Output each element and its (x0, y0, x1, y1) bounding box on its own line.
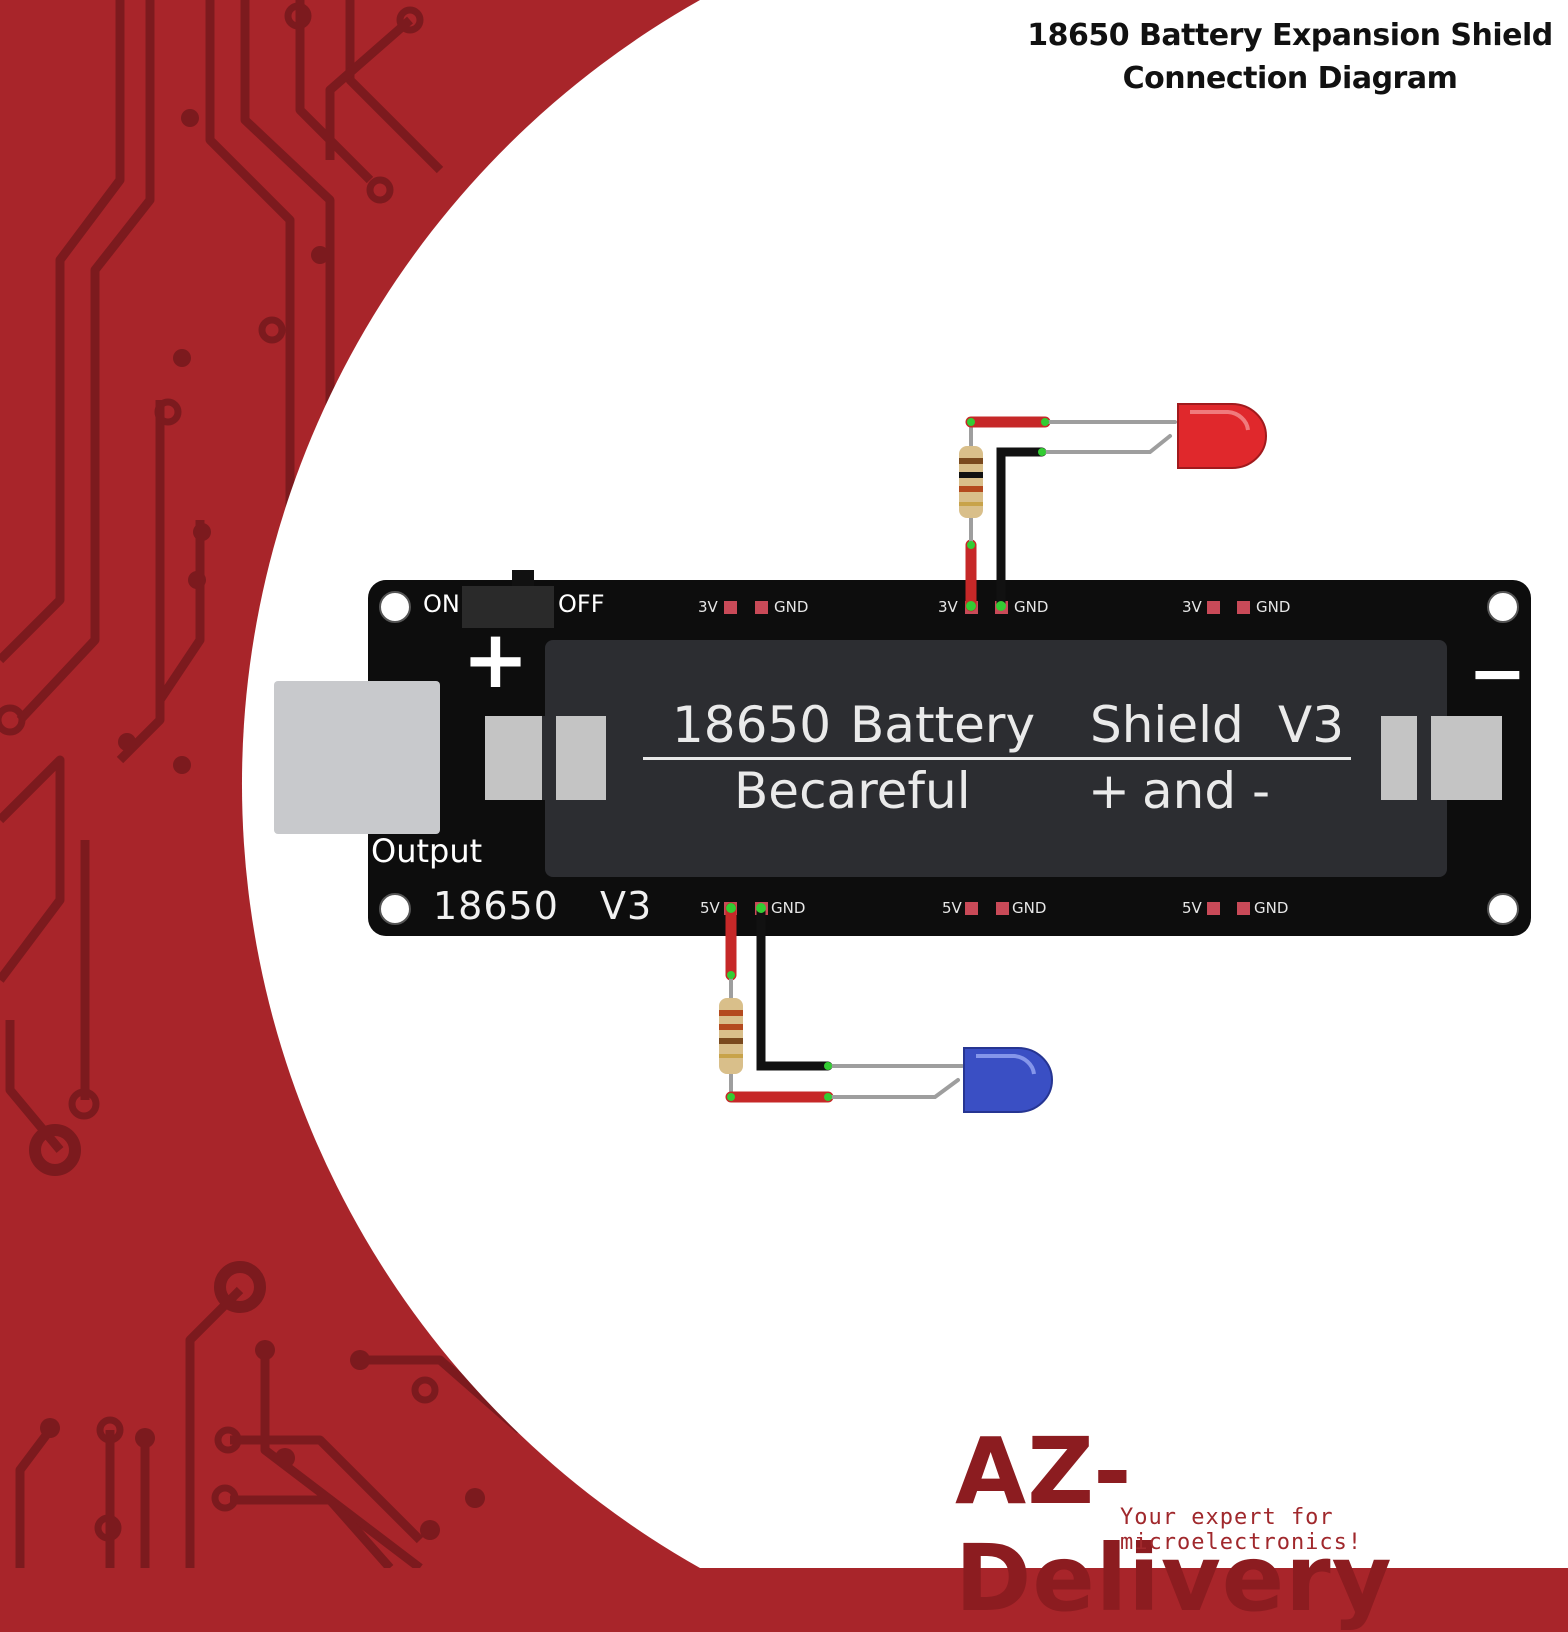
circuit-dots-decoration (40, 109, 485, 1540)
battery-clip-negative-notch (1417, 716, 1431, 746)
switch-knob[interactable] (512, 570, 534, 586)
top-pin-3-v: 3V (1182, 598, 1202, 616)
wire-bottom-gnd-black (756, 903, 833, 1071)
mount-hole-bottom-left (379, 893, 411, 925)
top-pin-2-gnd: GND (1014, 598, 1049, 616)
bottom-led-circuit (725, 902, 964, 1103)
usb-output-port (274, 681, 440, 834)
title-line-1: 18650 Battery Expansion Shield (1027, 18, 1553, 53)
battery-clip-positive-notch (542, 716, 556, 746)
circuit-traces-decoration (0, 0, 523, 1568)
diagram-title: 18650 Battery Expansion Shield Connectio… (1020, 14, 1560, 100)
bottom-pin-2-gnd: GND (1012, 899, 1047, 917)
panel-divider (643, 757, 1351, 760)
battery-clip-negative (1381, 716, 1502, 800)
power-switch[interactable] (462, 586, 554, 628)
battery-clip-positive-slot (542, 745, 556, 767)
top-led-red-highlight (1190, 410, 1250, 431)
switch-off-label: OFF (558, 590, 605, 618)
panel-text-and: and (1142, 762, 1237, 820)
bottom-pin-3-v: 5V (1182, 899, 1202, 917)
top-connection-dots (966, 418, 1049, 611)
bottom-pin-1-v: 5V (700, 899, 720, 917)
top-pin-3-gnd: GND (1256, 598, 1291, 616)
wire-top-led-cathode (1040, 434, 1172, 454)
board-model-label: 18650 (433, 884, 559, 928)
battery-clip-positive-notch-bottom (542, 766, 556, 800)
panel-text-v3: V3 (1278, 696, 1345, 754)
circuit-pads-decoration (0, 2, 439, 1542)
minus-terminal-sign: − (1468, 632, 1527, 714)
panel-text-battery: Battery (850, 696, 1036, 754)
panel-text-shield: Shield (1090, 696, 1244, 754)
top-resistor (959, 446, 983, 518)
title-line-2: Connection Diagram (1122, 61, 1458, 96)
battery-clip-negative-slot (1417, 745, 1431, 767)
mount-hole-top-right (1487, 591, 1519, 623)
bottom-pin-2-v: 5V (942, 899, 962, 917)
wire-bottom-led-anode (826, 1078, 960, 1099)
bottom-resistor (719, 998, 743, 1074)
plus-terminal-sign: + (462, 613, 530, 706)
bottom-pin-1-gnd: GND (771, 899, 806, 917)
diagram-canvas (0, 0, 1568, 1568)
top-led-circuit (965, 416, 1177, 612)
mount-hole-bottom-right (1487, 893, 1519, 925)
board-version-label: V3 (600, 884, 653, 928)
top-pin-2-v: 3V (938, 598, 958, 616)
bottom-connection-dots (726, 903, 832, 1101)
panel-text-18650: 18650 (672, 696, 832, 754)
switch-on-label: ON (423, 590, 460, 618)
panel-text-minus: - (1252, 762, 1271, 820)
bottom-pin-3-gnd: GND (1254, 899, 1289, 917)
brand-tagline: Your expert for microelectronics! (1120, 1505, 1363, 1555)
output-label: Output (371, 832, 483, 870)
battery-clip-negative-notch-bottom (1417, 766, 1431, 800)
panel-text-becareful: Becareful (734, 762, 971, 820)
wire-top-gnd-black (996, 447, 1047, 611)
panel-text-plus: + (1088, 762, 1130, 820)
bottom-led-blue-highlight (976, 1054, 1036, 1075)
top-pin-1-gnd: GND (774, 598, 809, 616)
top-pin-1-v: 3V (698, 598, 718, 616)
mount-hole-top-left (379, 591, 411, 623)
